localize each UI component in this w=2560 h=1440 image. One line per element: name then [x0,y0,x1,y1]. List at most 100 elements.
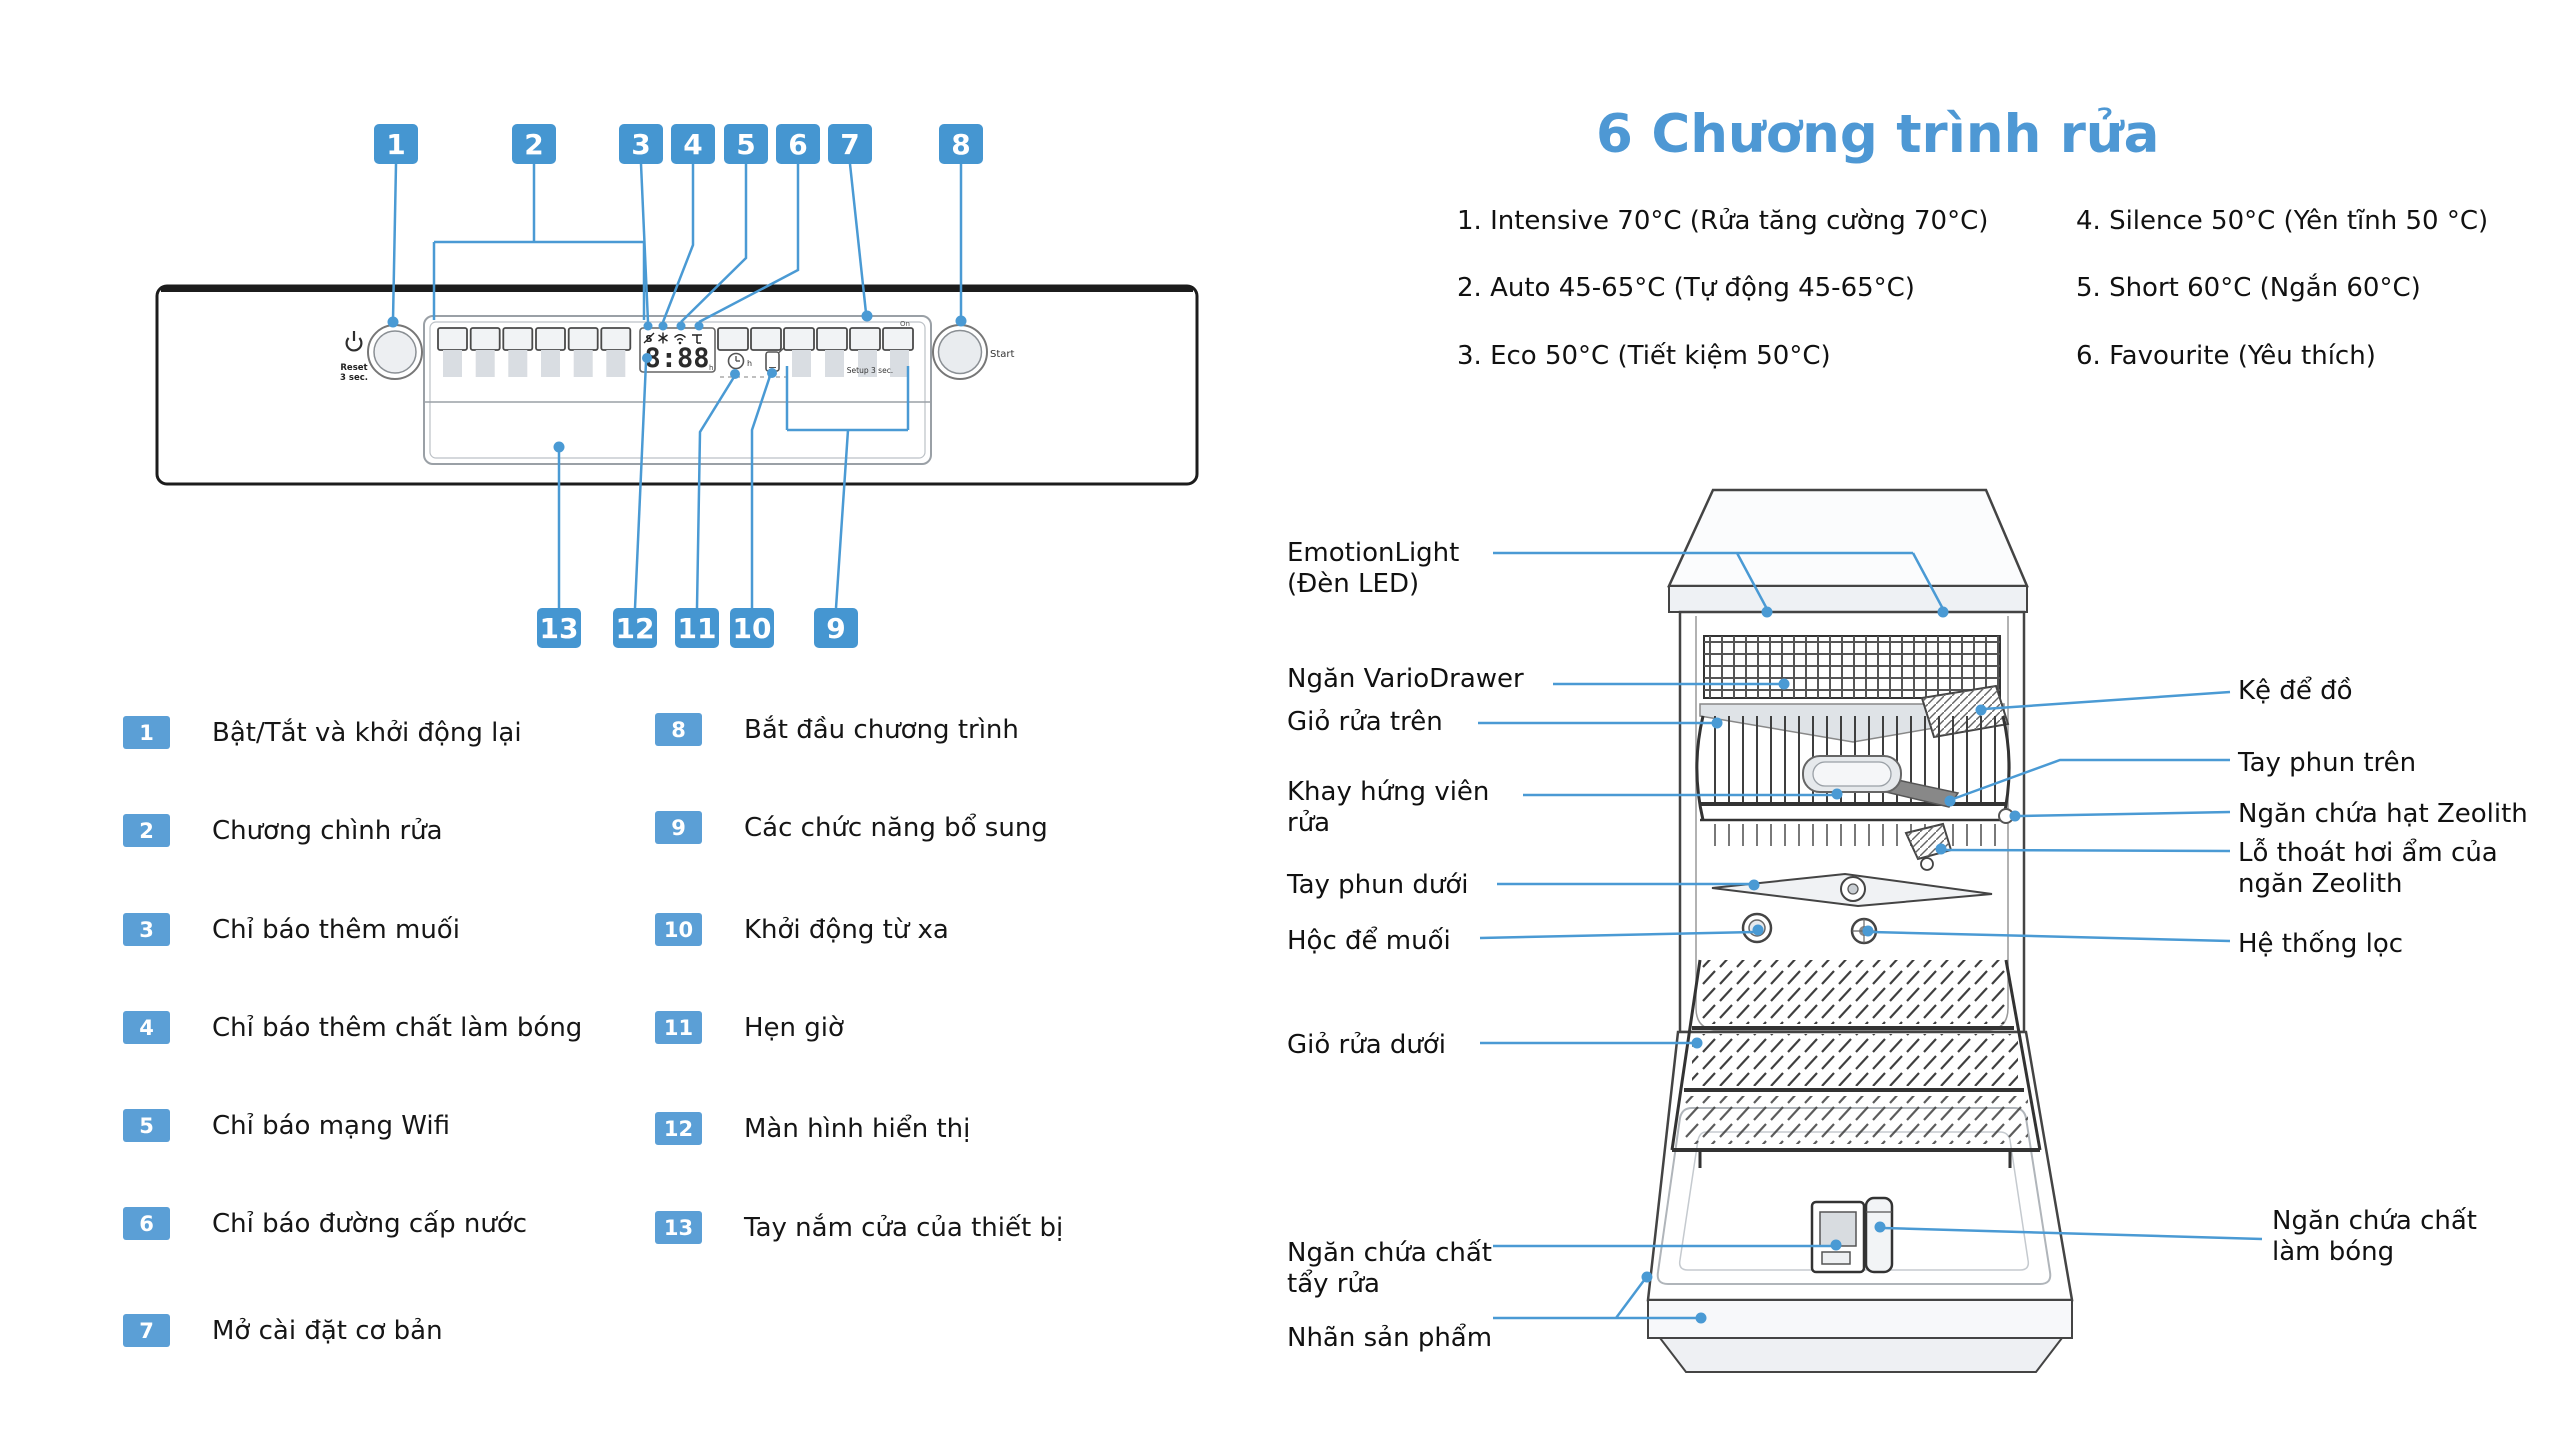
callout-badge-12: 12 [613,608,657,648]
wifi-icon [674,334,686,345]
power-button: Reset 3 sec. [340,324,423,383]
power-icon [345,331,363,352]
rinse-aid-icon [658,332,668,344]
program-item-4: 4. Silence 50°C (Yên tĩnh 50 °C) [2076,206,2489,236]
label-zeolith-container: Ngăn chứa hạt Zeolith [2238,799,2528,829]
program-buttons [437,327,632,351]
function-indicators [792,350,909,377]
legend-badge-4: 4 [123,1011,170,1044]
label-lower-basket: Giỏ rửa dưới [1287,1030,1447,1060]
label-rinse-aid-dispenser: Ngăn chứa chất làm bóng [2272,1206,2477,1268]
clock-icon: h [727,352,752,370]
control-panel-drawing: Reset 3 sec. S [155,284,1199,486]
dishwasher-callout-lines [1478,551,2263,1320]
program-item-1: 1. Intensive 70°C (Rửa tăng cường 70°C) [1457,206,1989,236]
door-kick-plate [1657,1337,2065,1373]
legend-item-12: 12 Màn hình hiển thị [655,1112,970,1145]
label-filter-system: Hệ thống lọc [2238,929,2404,959]
panel-callout-dots [387,310,967,453]
legend-label-1: Bật/Tắt và khởi động lại [212,717,522,748]
callout-badge-1: 1 [374,124,418,164]
label-product-label: Nhãn sản phẩm [1287,1323,1493,1353]
svg-text:h: h [747,359,752,368]
label-zeolith-vent: Lỗ thoát hơi ẩm của ngăn Zeolith [2238,838,2498,900]
salt-refill-icon: S [643,332,655,345]
callout-badge-5: 5 [724,124,768,164]
legend-item-9: 9 Các chức năng bổ sung [655,811,1048,844]
legend-label-13: Tay nắm cửa của thiết bị [744,1212,1064,1243]
legend-label-10: Khởi động từ xa [744,914,949,945]
display: S 8:88 h [639,327,716,374]
callout-badge-2: 2 [512,124,556,164]
legend-badge-5: 5 [123,1109,170,1142]
legend-item-5: 5 Chỉ báo mạng Wifi [123,1109,450,1142]
lower-spray-arm [1711,872,1993,908]
section-title: 6 Chương trình rửa [1596,104,2160,165]
vario-drawer [1703,635,2001,699]
label-detergent-dispenser: Ngăn chứa chất tẩy rửa [1287,1238,1492,1300]
door-front-edge [1647,1299,2073,1339]
legend-badge-9: 9 [655,811,702,844]
legend-label-7: Mở cài đặt cơ bản [212,1315,443,1346]
legend-item-10: 10 Khởi động từ xa [655,913,949,946]
program-item-5: 5. Short 60°C (Ngắn 60°C) [2076,273,2421,303]
label-lower-spray-arm: Tay phun dưới [1287,870,1469,900]
setup-label: Setup 3 sec. [847,366,893,375]
legend-label-2: Chương chình rửa [212,815,443,846]
callout-badge-13: 13 [537,608,581,648]
legend-badge-13: 13 [655,1211,702,1244]
legend-label-4: Chỉ báo thêm chất làm bóng [212,1012,583,1043]
legend-item-4: 4 Chỉ báo thêm chất làm bóng [123,1011,582,1044]
legend-badge-6: 6 [123,1207,170,1240]
legend-badge-11: 11 [655,1011,702,1044]
callout-badge-4: 4 [671,124,715,164]
legend-label-8: Bắt đầu chương trình [744,714,1019,745]
legend-item-8: 8 Bắt đầu chương trình [655,713,1019,746]
legend-label-9: Các chức năng bổ sung [744,812,1048,843]
label-tablet-tray: Khay hứng viên rửa [1287,777,1490,839]
callout-badge-10: 10 [730,608,774,648]
legend-badge-1: 1 [123,716,170,749]
legend-label-12: Màn hình hiển thị [744,1113,971,1144]
countertop [1667,488,2029,588]
callout-badge-7: 7 [828,124,872,164]
dishwasher-callout-dots [1641,606,2021,1324]
tablet-tray [1802,755,1902,793]
legend-badge-2: 2 [123,814,170,847]
svg-text:S: S [645,334,652,345]
legend-item-6: 6 Chỉ báo đường cấp nước [123,1207,527,1240]
label-variodrawer: Ngăn VarioDrawer [1287,664,1524,694]
program-item-6: 6. Favourite (Yêu thích) [2076,341,2376,371]
legend-item-3: 3 Chỉ báo thêm muối [123,913,460,946]
callout-badge-3: 3 [619,124,663,164]
reset-label-line2: 3 sec. [340,373,368,383]
start-label: Start [990,349,1015,360]
legend-badge-3: 3 [123,913,170,946]
legend-badge-7: 7 [123,1314,170,1347]
legend-label-11: Hẹn giờ [744,1012,844,1043]
display-hour-unit: h [709,364,713,372]
dishwasher-drawing [1646,488,2074,1373]
detergent-dispenser [1810,1196,1894,1274]
program-indicators [443,350,626,377]
legend-label-3: Chỉ báo thêm muối [212,914,460,945]
label-emotionlight: EmotionLight (Đèn LED) [1287,538,1460,600]
legend-badge-8: 8 [655,713,702,746]
legend-item-1: 1 Bật/Tắt và khởi động lại [123,716,522,749]
panel-callout-lines [391,163,963,609]
legend-item-13: 13 Tay nắm cửa của thiết bị [655,1211,1063,1244]
legend-badge-12: 12 [655,1112,702,1145]
legend-label-5: Chỉ báo mạng Wifi [212,1110,450,1141]
start-button: Start [932,324,1015,380]
reset-label-line1: Reset [340,363,367,373]
rinse-aid-dispenser [1864,1196,1894,1274]
callout-badge-6: 6 [776,124,820,164]
label-upper-spray-arm: Tay phun trên [2238,748,2417,778]
water-tap-icon [692,334,702,344]
label-upper-basket: Giỏ rửa trên [1287,707,1443,737]
label-salt-container: Hộc để muối [1287,926,1451,956]
callout-badge-8: 8 [939,124,983,164]
callout-badge-9: 9 [814,608,858,648]
